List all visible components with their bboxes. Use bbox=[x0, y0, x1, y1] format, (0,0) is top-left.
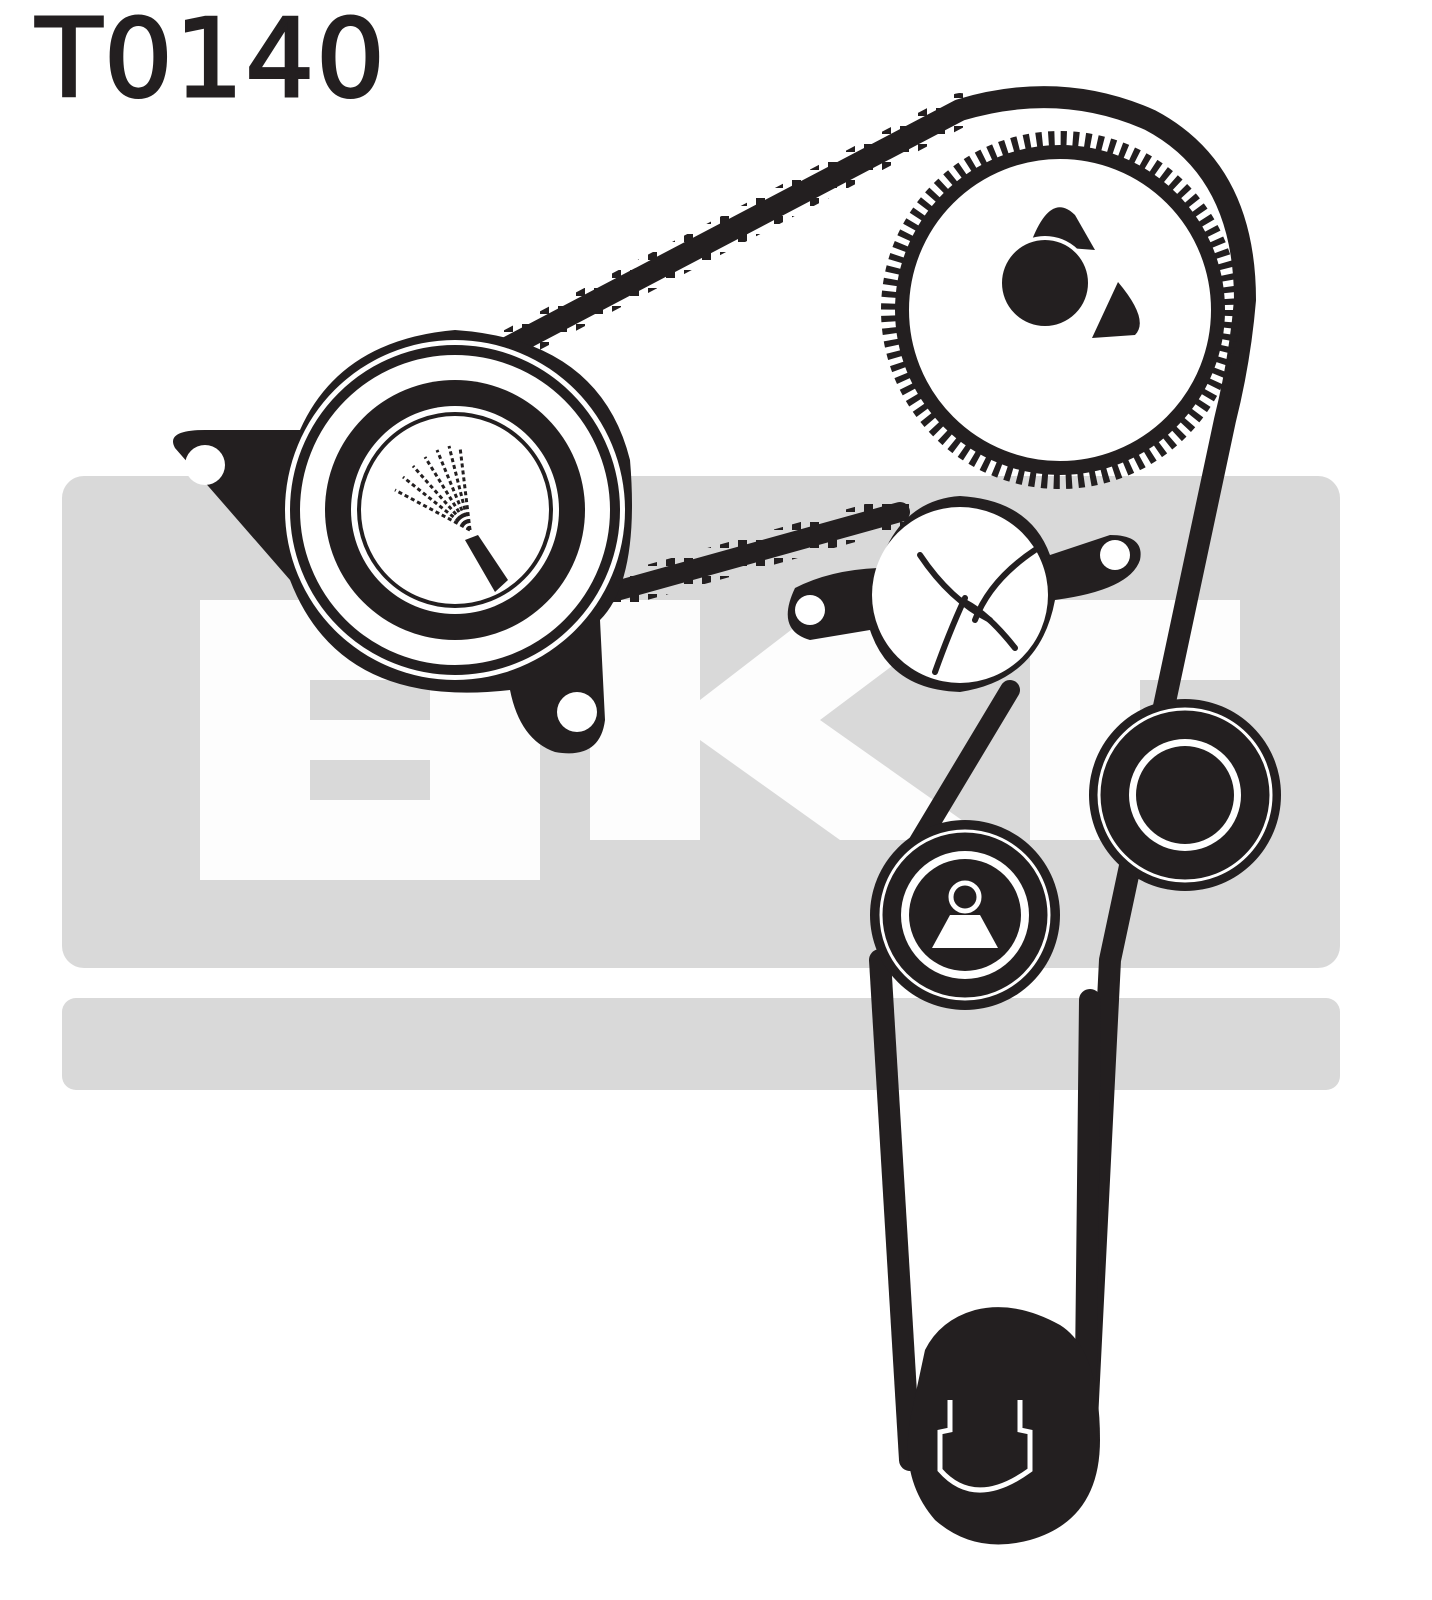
idler-pulley bbox=[1089, 699, 1281, 891]
injection-pump-pulley bbox=[173, 330, 632, 754]
part-number-title: T0140 bbox=[35, 0, 387, 122]
injector-spray-icon bbox=[394, 445, 508, 592]
camshaft-sprocket bbox=[881, 131, 1239, 489]
water-pump bbox=[787, 496, 1141, 692]
impeller-icon bbox=[917, 547, 1038, 675]
plain-hub-icon bbox=[1136, 746, 1234, 844]
tensioner-pulley bbox=[870, 820, 1060, 1010]
crankshaft-sprocket bbox=[907, 1307, 1100, 1545]
crankshaft-icon bbox=[937, 1400, 1033, 1493]
weight-icon bbox=[932, 880, 998, 948]
camshaft-icon bbox=[998, 207, 1140, 338]
